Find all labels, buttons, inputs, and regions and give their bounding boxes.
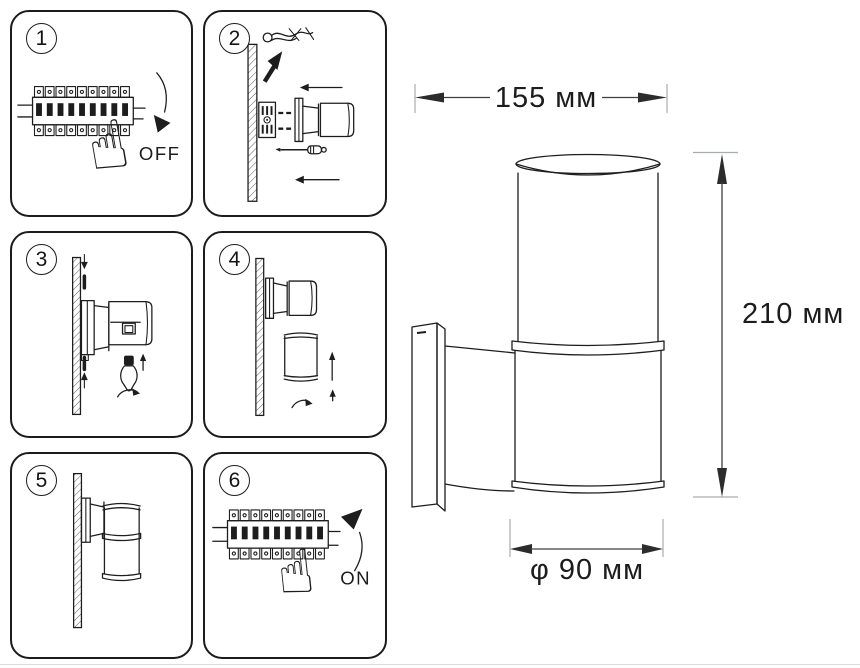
screwdriver-icon [275, 145, 327, 155]
mounting-plate [258, 101, 277, 139]
installed-lamp-illustration [72, 472, 142, 629]
wall-plate [411, 322, 446, 512]
diameter-dimension: φ 90 мм [509, 519, 664, 586]
step-number: 5 [35, 468, 48, 492]
height-dimension-label: 210 мм [742, 298, 844, 330]
slide-up-arrow-short [329, 389, 336, 402]
wires [212, 526, 341, 546]
motion-arc [354, 531, 363, 572]
candle-bulb-icon [120, 355, 138, 392]
push-left-arrow-top [299, 83, 343, 92]
diffuser-tube [283, 332, 319, 382]
wires [17, 104, 146, 120]
step-number-badge: 5 [26, 465, 57, 496]
bracket-arm [444, 345, 516, 492]
step-number-badge: 6 [219, 465, 250, 496]
step-number: 2 [228, 26, 241, 50]
lamp-technical-drawing: 155 мм 210 мм φ 90 мм [411, 82, 844, 586]
off-label: OFF [139, 143, 181, 164]
page-bottom-divider [0, 664, 860, 665]
up-right-arrowhead-icon [340, 508, 363, 530]
breaker-on-illustration: ☝ ON [212, 508, 371, 610]
push-left-arrow-bottom [295, 175, 340, 184]
pointing-hand-icon: ☝ [81, 104, 134, 188]
align-marks-top [80, 254, 88, 290]
down-arrowhead-icon [153, 114, 171, 133]
step-panel-2: 2 [203, 10, 387, 217]
rotate-arrow-icon [117, 388, 141, 398]
slide-up-arrow-long [329, 351, 336, 381]
step-panel-1: 1 ☝ OFF [10, 10, 193, 217]
step-number: 6 [228, 468, 241, 492]
step-panel-3: 3 [10, 231, 193, 438]
step-panel-5: 5 [10, 452, 193, 659]
wall [255, 257, 265, 417]
wall [247, 43, 258, 202]
lamp-cylinder [511, 153, 665, 494]
wall [72, 472, 83, 629]
bulb-socket [121, 322, 136, 335]
step-number-badge: 1 [26, 23, 57, 54]
align-marks-bottom [80, 355, 88, 389]
mounted-lamp [80, 497, 142, 582]
step-panel-6: 6 ☝ ON [203, 452, 387, 659]
step-number: 3 [35, 247, 48, 271]
bottom-rim [511, 480, 665, 494]
width-dimension: 155 мм [414, 82, 668, 114]
step-number: 1 [35, 26, 48, 50]
on-label: ON [340, 567, 371, 588]
step-panel-4: 4 [203, 231, 387, 438]
step-number-badge: 3 [26, 244, 57, 275]
middle-band [511, 340, 665, 356]
step-number-badge: 2 [219, 23, 250, 54]
diameter-dimension-label: φ 90 мм [530, 554, 644, 586]
step-number: 4 [228, 247, 241, 271]
pointing-hand-icon: ☝ [274, 536, 318, 610]
width-dimension-label: 155 мм [495, 82, 597, 114]
circuit-breaker-strip [212, 509, 341, 560]
up-right-arrow-icon [262, 51, 283, 83]
insert-up-arrow [139, 353, 147, 371]
supply-wires [262, 27, 315, 43]
motion-arc [156, 72, 167, 113]
circuit-breaker-strip [17, 85, 146, 137]
height-dimension: 210 мм [693, 151, 844, 498]
breaker-off-illustration: ☝ OFF [17, 72, 181, 188]
step-number-badge: 4 [219, 244, 250, 275]
bulb-installation-illustration [72, 254, 153, 416]
wall [72, 256, 82, 416]
mounted-housing [265, 277, 318, 319]
alignment-dashes [278, 111, 292, 130]
lamp-body [294, 97, 355, 143]
rotate-arrow-icon [291, 398, 313, 409]
diffuser-attachment-illustration [255, 257, 336, 417]
lamp-housing [80, 300, 153, 362]
wall-mounting-illustration [247, 27, 355, 202]
